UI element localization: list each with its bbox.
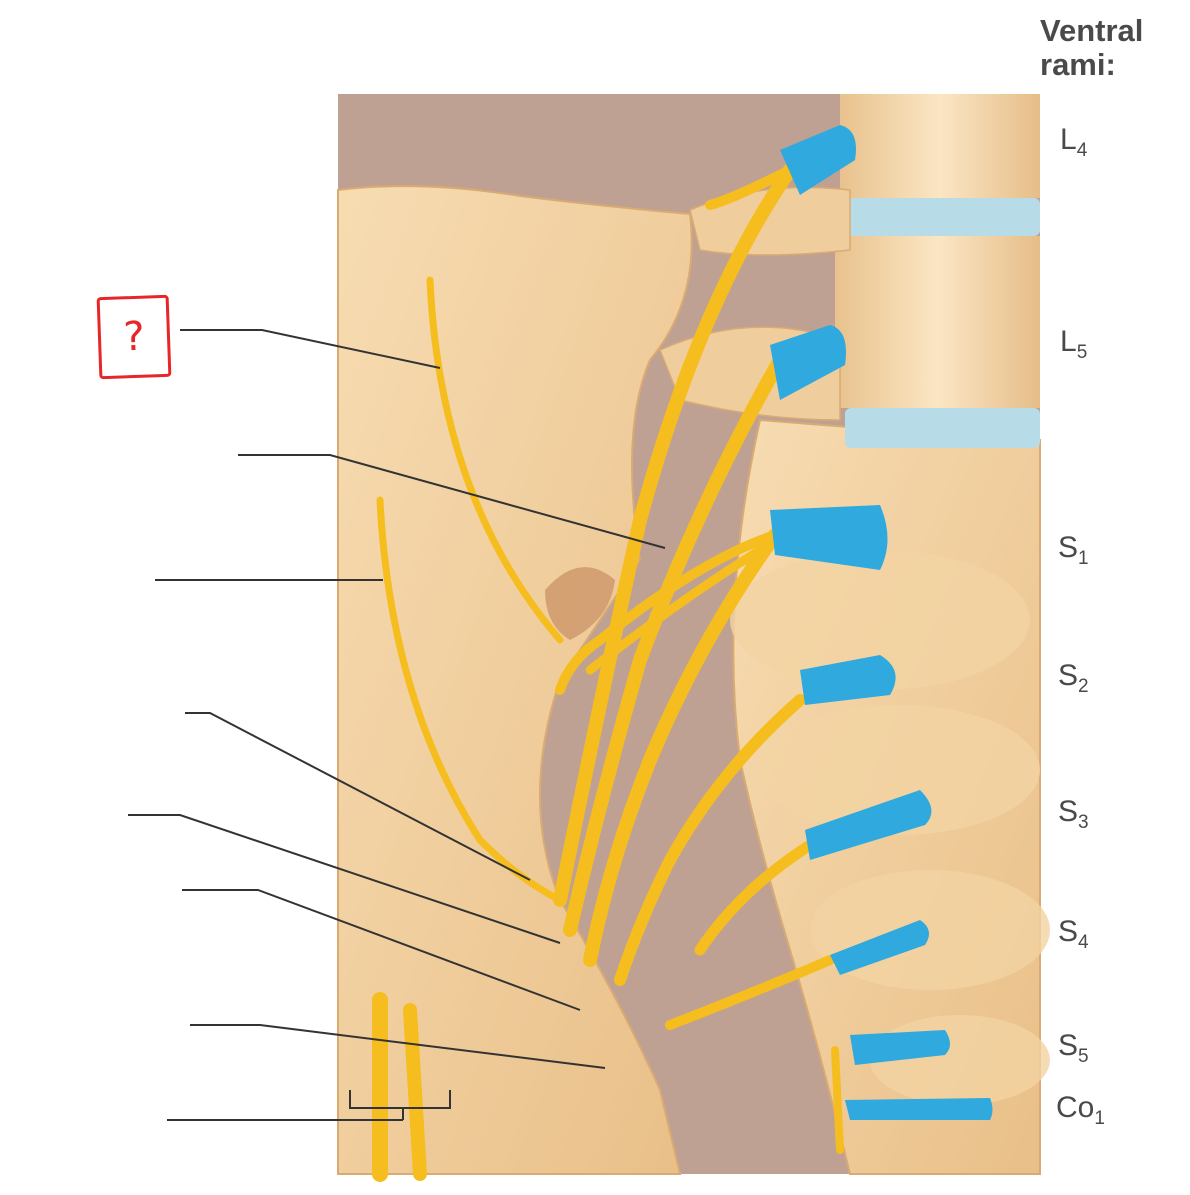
segment-label-s1: S1 (1058, 532, 1089, 575)
segment-label-co1: Co1 (1056, 1092, 1105, 1135)
intervertebral-disc (845, 198, 1040, 236)
heading-line-2: rami: (1040, 47, 1116, 82)
leader-lines (128, 329, 666, 1121)
unknown-label-annotation: ? (96, 294, 172, 380)
segment-main: Co (1056, 1091, 1095, 1124)
segment-sub: 5 (1076, 342, 1088, 363)
segment-sub: 4 (1078, 932, 1089, 953)
segment-label-s5: S5 (1058, 1030, 1089, 1073)
leader-line (238, 454, 666, 549)
leader-line (180, 329, 441, 369)
vertebra-l5 (835, 236, 1040, 408)
segment-main: S (1058, 531, 1079, 564)
root-s5 (850, 1030, 950, 1065)
nerve-bundle (372, 163, 844, 1182)
segment-label-s2: S2 (1058, 660, 1089, 703)
segment-label-l5: L5 (1060, 326, 1087, 369)
ventral-rami-heading: Ventral rami: (1040, 14, 1180, 82)
root-l5 (770, 325, 846, 400)
segment-sub: 3 (1078, 812, 1089, 833)
segment-main: S (1058, 659, 1079, 692)
leader-line (128, 814, 561, 944)
heading-line-1: Ventral (1040, 13, 1144, 48)
sacral-bulge (730, 550, 1030, 690)
root-s2 (800, 655, 896, 705)
segment-sub: 2 (1078, 676, 1089, 697)
segment-main: S (1058, 915, 1079, 948)
leader-line (185, 712, 531, 881)
segment-sub: 1 (1094, 1108, 1105, 1129)
segment-label-s4: S4 (1058, 916, 1089, 959)
segment-main: L (1060, 123, 1077, 156)
leader-line (190, 1024, 606, 1069)
segment-main: S (1058, 795, 1079, 828)
leader-line (182, 889, 581, 1011)
root-co1 (845, 1098, 993, 1120)
root-l4 (780, 125, 856, 195)
segment-sub: 5 (1078, 1046, 1089, 1067)
root-s3 (805, 790, 932, 860)
root-s4 (830, 920, 929, 975)
segment-main: S (1058, 1029, 1079, 1062)
intervertebral-disc (845, 408, 1040, 448)
segment-label-s3: S3 (1058, 796, 1089, 839)
segment-main: L (1060, 325, 1077, 358)
segment-sub: 4 (1076, 140, 1088, 161)
sacral-bulge (760, 705, 1040, 835)
nerve-roots (770, 125, 993, 1120)
segment-sub: 1 (1078, 548, 1089, 569)
vertebra-l4 (840, 94, 1040, 198)
bracket (349, 1090, 451, 1109)
sciatic-notch (545, 567, 615, 640)
segment-label-l4: L4 (1060, 124, 1087, 167)
root-s1 (770, 505, 888, 570)
